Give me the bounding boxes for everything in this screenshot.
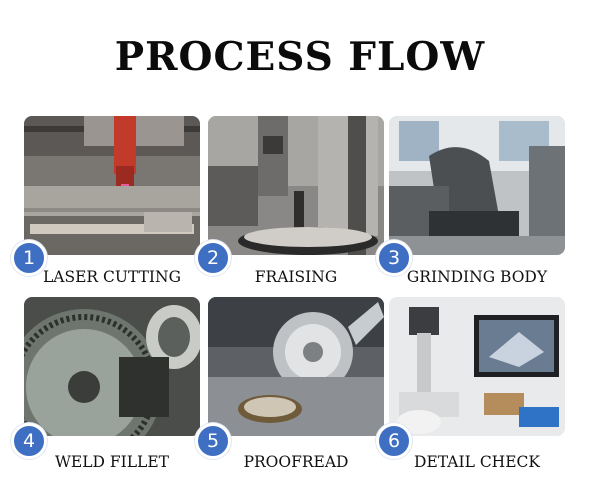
step-label: PROOFREAD [243,453,349,471]
step-number-badge: 6 [376,423,412,459]
grinding-body-photo [389,116,565,255]
step-number-badge: 3 [376,240,412,276]
step-label: LASER CUTTING [43,268,181,286]
detail-check-photo [389,297,565,436]
step-label: GRINDING BODY [406,268,548,286]
step-label: WELD FILLET [54,453,169,471]
step-number-badge: 2 [195,240,231,276]
step-number-badge: 5 [195,423,231,459]
page-title: PROCESS FLOW [114,34,486,80]
step-number-badge: 1 [11,240,47,276]
proofread-photo [208,297,384,436]
laser-cutting-photo [24,116,200,255]
step-number-badge: 4 [11,423,47,459]
step-label: DETAIL CHECK [414,453,540,471]
fraising-photo [208,116,384,255]
weld-fillet-photo [24,297,200,436]
step-label: FRAISING [254,268,338,286]
